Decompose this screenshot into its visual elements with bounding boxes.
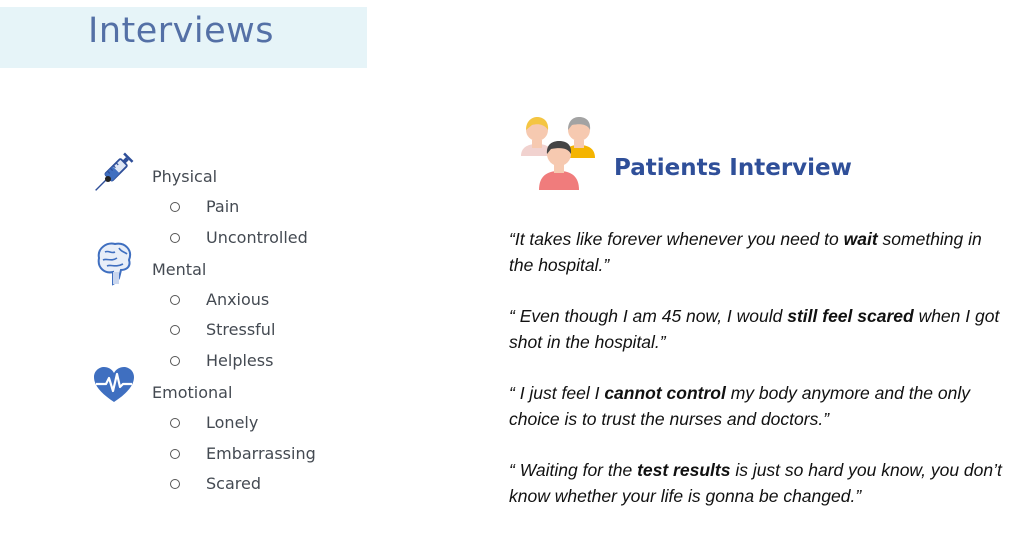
list-item: Anxious <box>170 290 269 310</box>
category-label-physical: Physical <box>152 167 218 186</box>
list-item: Scared <box>170 474 261 494</box>
title-band <box>0 7 367 68</box>
bullet-icon <box>170 201 180 212</box>
quote: “ Even though I am 45 now, I would still… <box>509 306 1000 352</box>
list-item: Stressful <box>170 320 275 340</box>
bullet-icon <box>170 232 180 243</box>
patients-interview-title: Patients Interview <box>614 155 852 181</box>
quote: “ Waiting for the test results is just s… <box>509 460 1002 506</box>
list-item: Pain <box>170 197 239 217</box>
brain-icon <box>97 242 131 286</box>
heartbeat-icon <box>94 367 134 402</box>
patients-group-icon <box>521 117 595 190</box>
list-item: Embarrassing <box>170 444 316 464</box>
quote: “ I just feel I cannot control my body a… <box>509 383 971 429</box>
bullet-icon <box>170 417 180 428</box>
category-label-mental: Mental <box>152 260 207 279</box>
bullet-icon <box>170 355 180 366</box>
bullet-icon <box>170 294 180 305</box>
syringe-icon <box>95 152 134 191</box>
quote: “It takes like forever whenever you need… <box>509 229 982 275</box>
bullet-icon <box>170 324 180 335</box>
list-item: Uncontrolled <box>170 228 308 248</box>
category-label-emotional: Emotional <box>152 383 233 402</box>
bullet-icon <box>170 478 180 489</box>
list-item: Lonely <box>170 413 258 433</box>
page-title: Interviews <box>88 11 274 51</box>
bullet-icon <box>170 448 180 459</box>
list-item: Helpless <box>170 351 273 371</box>
